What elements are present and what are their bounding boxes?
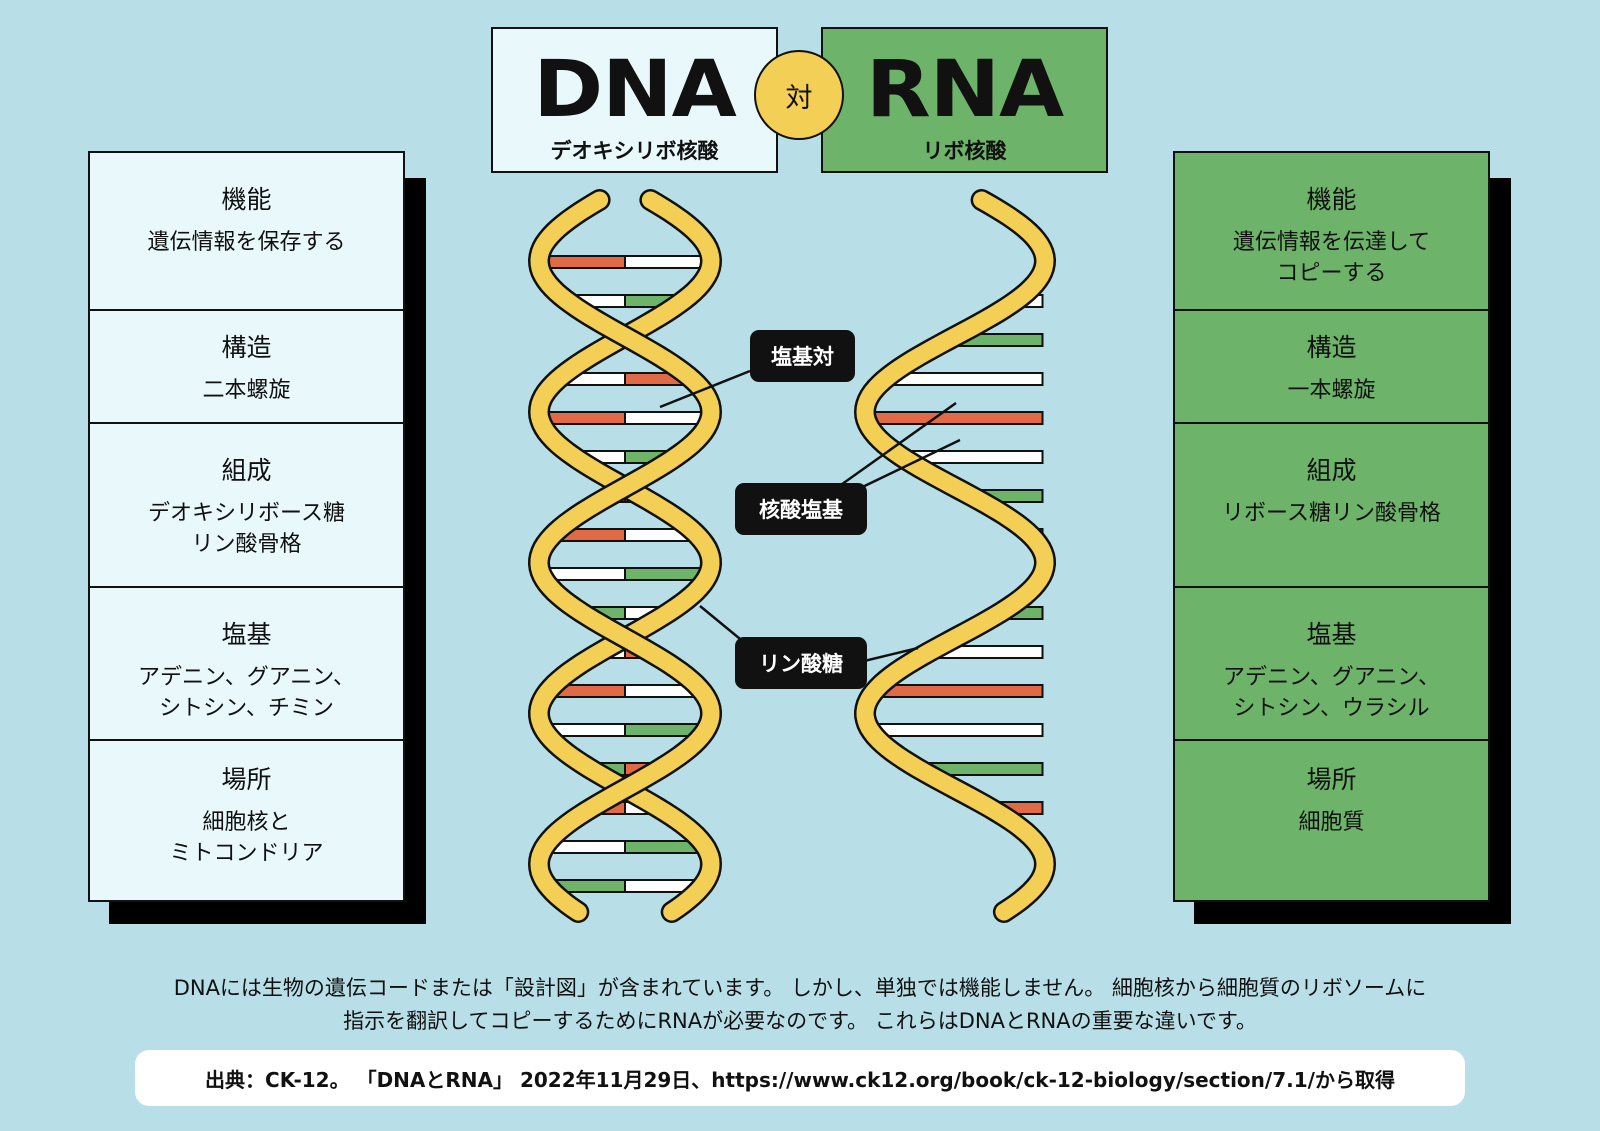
rna-structure-section: 構造 一本螺旋 — [1175, 311, 1488, 424]
dna-bases-heading: 塩基 — [221, 620, 272, 649]
rna-bases-heading: 塩基 — [1306, 620, 1357, 649]
rna-strand — [856, 191, 1054, 921]
nucleobase-leader-2 — [849, 438, 961, 495]
base-pair-label: 塩基対 — [750, 330, 855, 382]
dna-strand — [530, 191, 720, 921]
nucleobase-leader-1 — [837, 401, 957, 489]
dna-composition-section: 組成 デオキシリボース糖 リン酸骨格 — [90, 424, 403, 588]
rna-composition-heading: 組成 — [1306, 456, 1357, 485]
description: DNAには生物の遺伝コードまたは「設計図」が含まれています。 しかし、単独では機… — [60, 972, 1540, 1038]
dna-title-box: DNA デオキシリボ核酸 — [491, 27, 778, 173]
dna-function-text: 遺伝情報を保存する — [147, 230, 346, 255]
dna-panel: 機能 遺伝情報を保存する 構造 二本螺旋 組成 デオキシリボース糖 リン酸骨格 … — [88, 151, 405, 902]
dna-structure-heading: 構造 — [221, 333, 272, 362]
dna-bases-text: アデニン、グアニン、 シトシン、チミン — [138, 665, 355, 721]
rna-composition-section: 組成 リボース糖リン酸骨格 — [1175, 424, 1488, 588]
nucleobase-label: 核酸塩基 — [735, 483, 867, 535]
sugar-phosphate-leader-right — [859, 646, 919, 664]
dna-subtitle: デオキシリボ核酸 — [550, 139, 719, 163]
versus-badge: 対 — [754, 50, 844, 140]
dna-composition-heading: 組成 — [221, 456, 272, 485]
rna-structure-heading: 構造 — [1306, 333, 1357, 362]
sugar-phosphate-label: リン酸糖 — [735, 637, 867, 689]
rna-location-heading: 場所 — [1306, 765, 1357, 794]
dna-title: DNA — [533, 45, 736, 135]
dna-composition-text: デオキシリボース糖 リン酸骨格 — [148, 501, 345, 557]
rna-function-section: 機能 遺伝情報を伝達して コピーする — [1175, 153, 1488, 311]
rna-function-heading: 機能 — [1306, 185, 1357, 214]
source-citation: 出典：CK-12。 「DNAとRNA」 2022年11月29日、https://… — [135, 1050, 1465, 1106]
rna-bases-text: アデニン、グアニン、 シトシン、ウラシル — [1223, 665, 1440, 721]
rna-panel: 機能 遺伝情報を伝達して コピーする 構造 一本螺旋 組成 リボース糖リン酸骨格… — [1173, 151, 1490, 902]
sugar-phosphate-leader-left — [699, 605, 746, 644]
dna-bases-section: 塩基 アデニン、グアニン、 シトシン、チミン — [90, 588, 403, 741]
dna-location-section: 場所 細胞核と ミトコンドリア — [90, 741, 403, 900]
base-pair-leader — [659, 369, 751, 409]
description-line-1: DNAには生物の遺伝コードまたは「設計図」が含まれています。 しかし、単独では機… — [173, 976, 1427, 1000]
rna-title: RNA — [865, 45, 1064, 135]
rna-location-section: 場所 細胞質 — [1175, 741, 1488, 900]
rna-structure-text: 一本螺旋 — [1287, 378, 1376, 403]
rna-location-text: 細胞質 — [1298, 810, 1365, 835]
rna-title-box: RNA リボ核酸 — [821, 27, 1108, 173]
dna-location-text: 細胞核と ミトコンドリア — [169, 810, 324, 866]
dna-location-heading: 場所 — [221, 765, 272, 794]
dna-function-section: 機能 遺伝情報を保存する — [90, 153, 403, 311]
rna-composition-text: リボース糖リン酸骨格 — [1222, 501, 1441, 526]
rna-bases-section: 塩基 アデニン、グアニン、 シトシン、ウラシル — [1175, 588, 1488, 741]
dna-structure-section: 構造 二本螺旋 — [90, 311, 403, 424]
rna-function-text: 遺伝情報を伝達して コピーする — [1232, 230, 1431, 286]
rna-subtitle: リボ核酸 — [922, 139, 1007, 163]
dna-structure-text: 二本螺旋 — [202, 378, 291, 403]
description-line-2: 指示を翻訳してコピーするためにRNAが必要なのです。 これらはDNAとRNAの重… — [343, 1009, 1257, 1033]
dna-function-heading: 機能 — [221, 185, 272, 214]
